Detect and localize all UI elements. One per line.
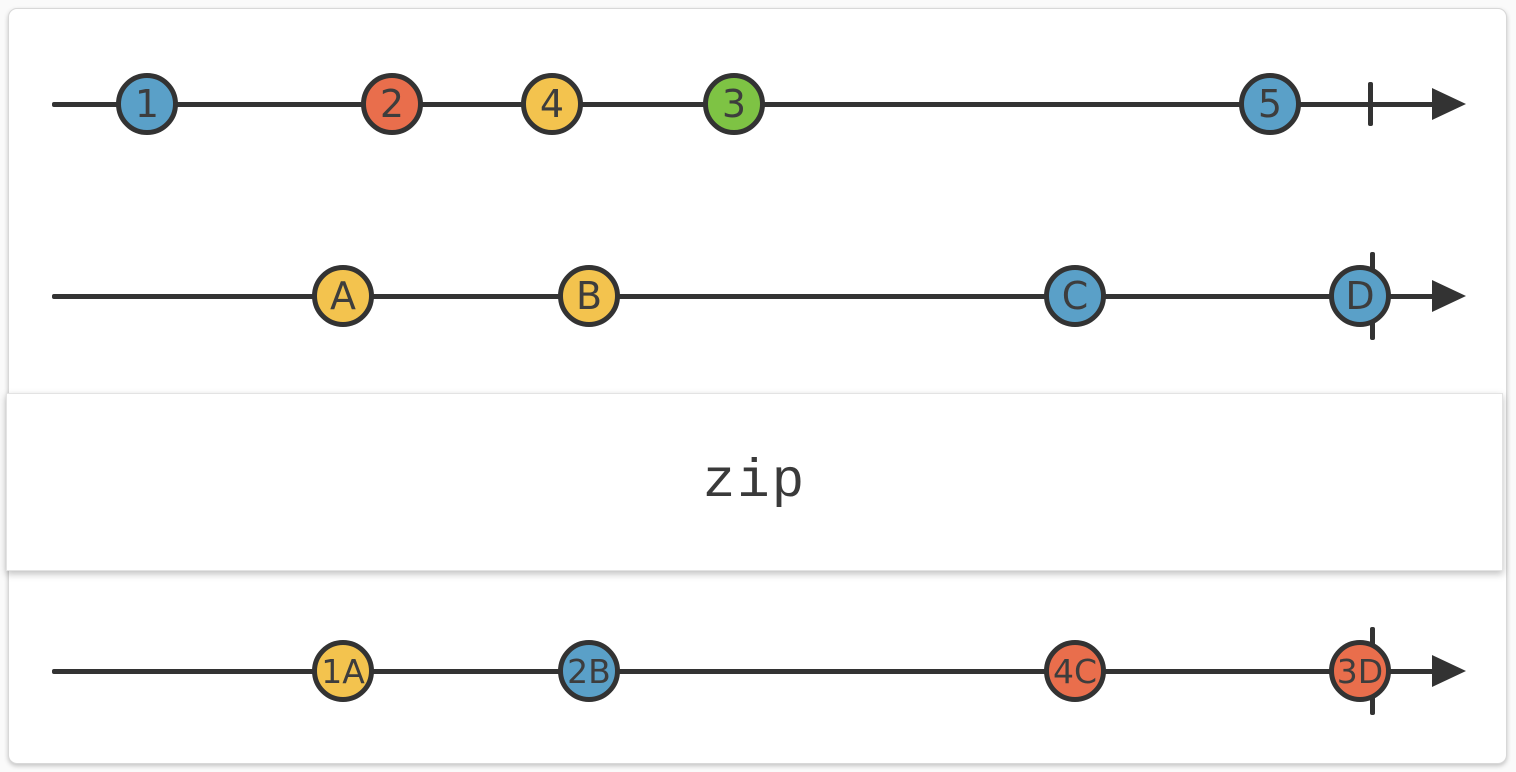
marble-1[interactable]: 1: [116, 73, 178, 135]
operator-box: zip: [6, 393, 1503, 571]
completion-tick-input-stream-1[interactable]: [1368, 82, 1373, 126]
marble-1A: 1A: [312, 640, 374, 702]
marble-D[interactable]: D: [1329, 265, 1391, 327]
marble-3[interactable]: 3: [703, 73, 765, 135]
operator-label: zip: [702, 451, 807, 513]
marble-A[interactable]: A: [312, 265, 374, 327]
timeline-line-input-stream-2: [52, 294, 1438, 299]
timeline-arrow-icon: [1432, 280, 1466, 312]
marble-3D: 3D: [1329, 640, 1391, 702]
marble-2B: 2B: [558, 640, 620, 702]
marble-2[interactable]: 2: [361, 73, 423, 135]
timeline-arrow-icon: [1432, 88, 1466, 120]
timeline-arrow-icon: [1432, 655, 1466, 687]
marble-5[interactable]: 5: [1239, 73, 1301, 135]
marble-B[interactable]: B: [558, 265, 620, 327]
marble-4[interactable]: 4: [521, 73, 583, 135]
marble-C[interactable]: C: [1044, 265, 1106, 327]
marble-diagram-card: [8, 8, 1507, 764]
timeline-line-output-stream: [52, 669, 1438, 674]
marble-4C: 4C: [1044, 640, 1106, 702]
